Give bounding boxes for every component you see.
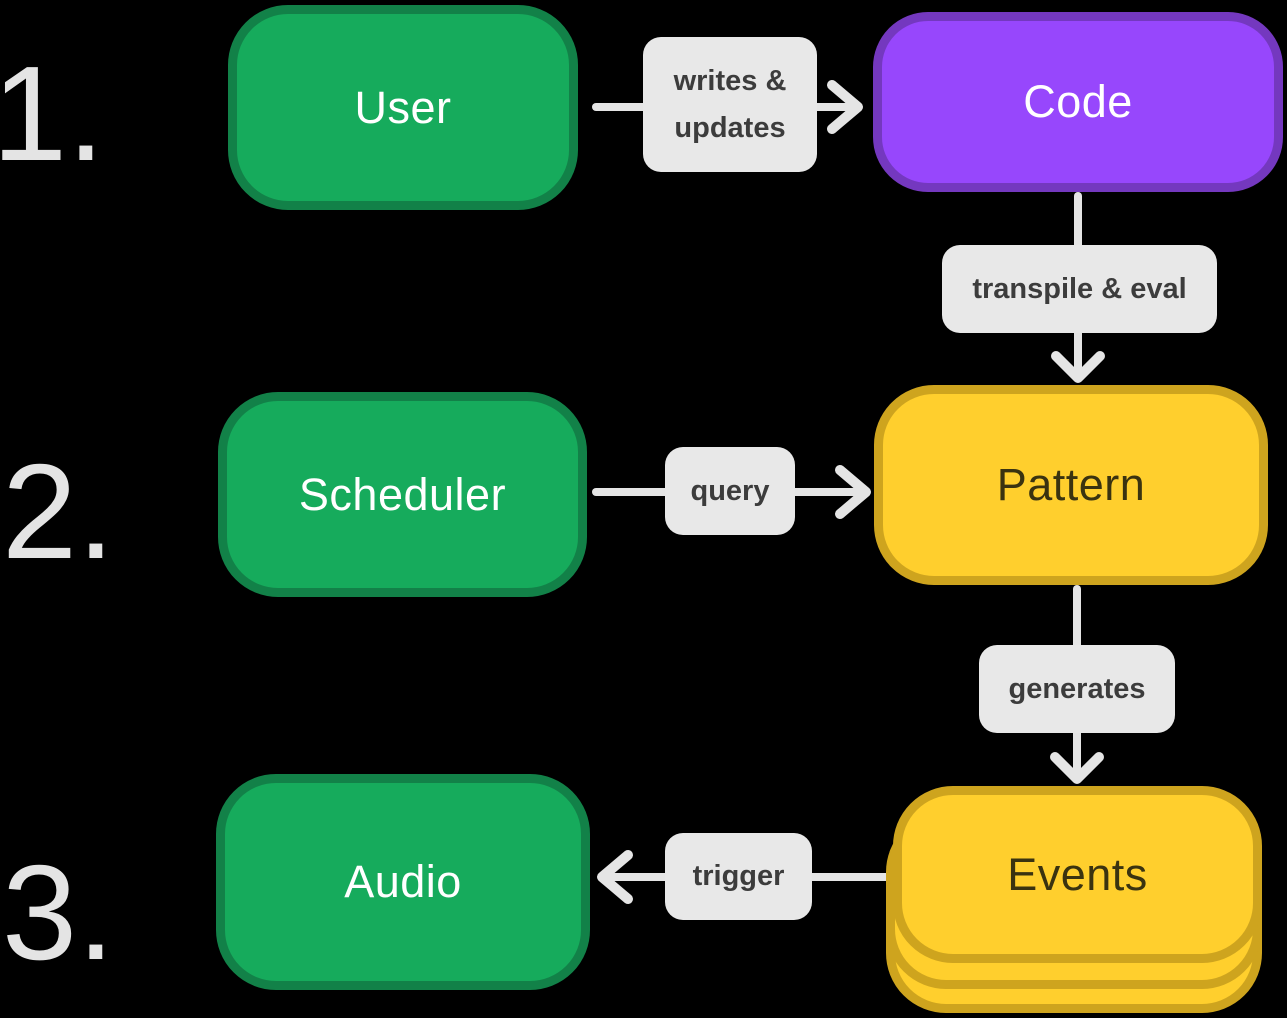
arrow-scheduler-to-pattern-head-icon: [835, 465, 871, 519]
node-user-label: User: [354, 81, 452, 133]
edge-label-query: query: [665, 447, 795, 535]
arrow-events-to-audio-head-icon: [597, 850, 633, 904]
arrow-pattern-to-events-head-icon: [1050, 752, 1104, 784]
edge-label-generates-text: generates: [1008, 672, 1146, 705]
node-events: Events: [893, 786, 1262, 963]
edge-label-transpile-eval-text: transpile & eval: [972, 272, 1187, 305]
edge-label-writes-updates-line1: writes &: [673, 65, 787, 98]
node-pattern: Pattern: [874, 385, 1268, 585]
node-scheduler: Scheduler: [218, 392, 587, 597]
step-number-2: 2.: [2, 436, 115, 587]
node-audio-label: Audio: [344, 856, 462, 907]
node-events-label: Events: [1007, 848, 1148, 900]
node-pattern-label: Pattern: [996, 459, 1146, 510]
edge-label-writes-updates: writes & updates: [643, 37, 817, 172]
node-scheduler-label: Scheduler: [298, 468, 507, 520]
edge-label-transpile-eval: transpile & eval: [942, 245, 1217, 333]
node-user: User: [228, 5, 578, 210]
step-number-1: 1.: [0, 38, 105, 189]
arrow-code-to-pattern-head-icon: [1051, 351, 1105, 383]
step-number-3: 3.: [2, 837, 115, 988]
node-code: Code: [873, 12, 1283, 192]
edge-label-generates: generates: [979, 645, 1175, 733]
edge-label-trigger: trigger: [665, 833, 812, 920]
node-audio: Audio: [216, 774, 590, 990]
arrow-user-to-code-head-icon: [827, 80, 863, 134]
edge-label-writes-updates-line2: updates: [674, 111, 786, 144]
edge-label-trigger-text: trigger: [692, 860, 785, 893]
edge-label-query-text: query: [690, 474, 770, 507]
node-code-label: Code: [1023, 76, 1133, 127]
